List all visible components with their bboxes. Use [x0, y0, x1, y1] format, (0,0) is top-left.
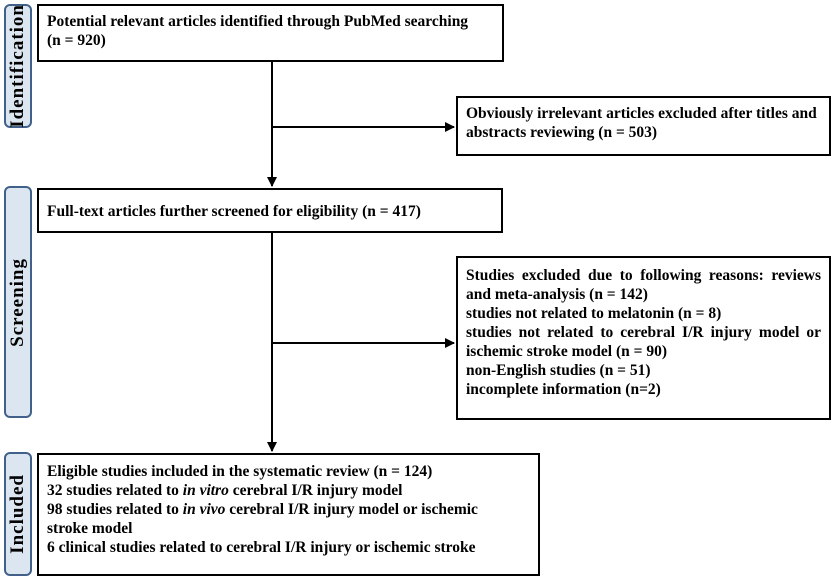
box-excluded-titles-line2: abstracts reviewing (n = 503)	[466, 124, 658, 141]
box-included-line2-post: cerebral I/R injury model	[228, 482, 403, 499]
box-included-line3: 98 studies related to in vivo cerebral I…	[47, 500, 530, 519]
box-included-line1: Eligible studies included in the systema…	[47, 463, 433, 480]
box-included-line2-pre: 32 studies related to	[47, 482, 183, 499]
phase-included: Included	[4, 452, 32, 576]
box-excluded-reasons-line6: non-English studies (n = 51)	[466, 362, 651, 379]
box-included-line3-pre: 98 studies related to	[47, 501, 183, 518]
box-excluded-titles-line1: Obviously irrelevant articles excluded a…	[466, 105, 817, 122]
box-excluded-reasons-line4: studies not related to cerebral I/R inju…	[466, 324, 821, 341]
box-excluded-reasons-line2: and meta-analysis (n = 142)	[466, 286, 648, 303]
box-included-line3-italic: in vivo	[182, 501, 226, 518]
box-excluded-reasons-line3: studies not related to melatonin (n = 8)	[466, 305, 722, 322]
box-identified-line1: Potential relevant articles identified t…	[47, 13, 469, 30]
box-included-line4: stroke model	[47, 520, 133, 537]
box-fulltext: Full-text articles further screened for …	[37, 188, 503, 233]
box-included-line2: 32 studies related to in vitro cerebral …	[47, 481, 530, 500]
box-included: Eligible studies included in the systema…	[37, 453, 540, 576]
phase-screening: Screening	[4, 186, 32, 418]
box-identified-line2: (n = 920)	[47, 32, 106, 49]
box-excluded-titles: Obviously irrelevant articles excluded a…	[456, 96, 831, 156]
box-included-line3-post: cerebral I/R injury model or ischemic	[225, 501, 478, 518]
box-excluded-reasons: Studies excluded due to following reason…	[456, 256, 831, 420]
phase-identification: Identification	[4, 4, 32, 128]
box-excluded-reasons-line5: ischemic stroke model (n = 90)	[466, 343, 667, 360]
box-fulltext-line1: Full-text articles further screened for …	[47, 203, 421, 220]
box-excluded-reasons-line7: incomplete information (n=2)	[466, 381, 661, 398]
box-included-line5: 6 clinical studies related to cerebral I…	[47, 539, 476, 556]
box-identified: Potential relevant articles identified t…	[37, 4, 504, 62]
box-included-line2-italic: in vitro	[182, 482, 229, 499]
box-excluded-reasons-line1: Studies excluded due to following reason…	[466, 267, 821, 284]
